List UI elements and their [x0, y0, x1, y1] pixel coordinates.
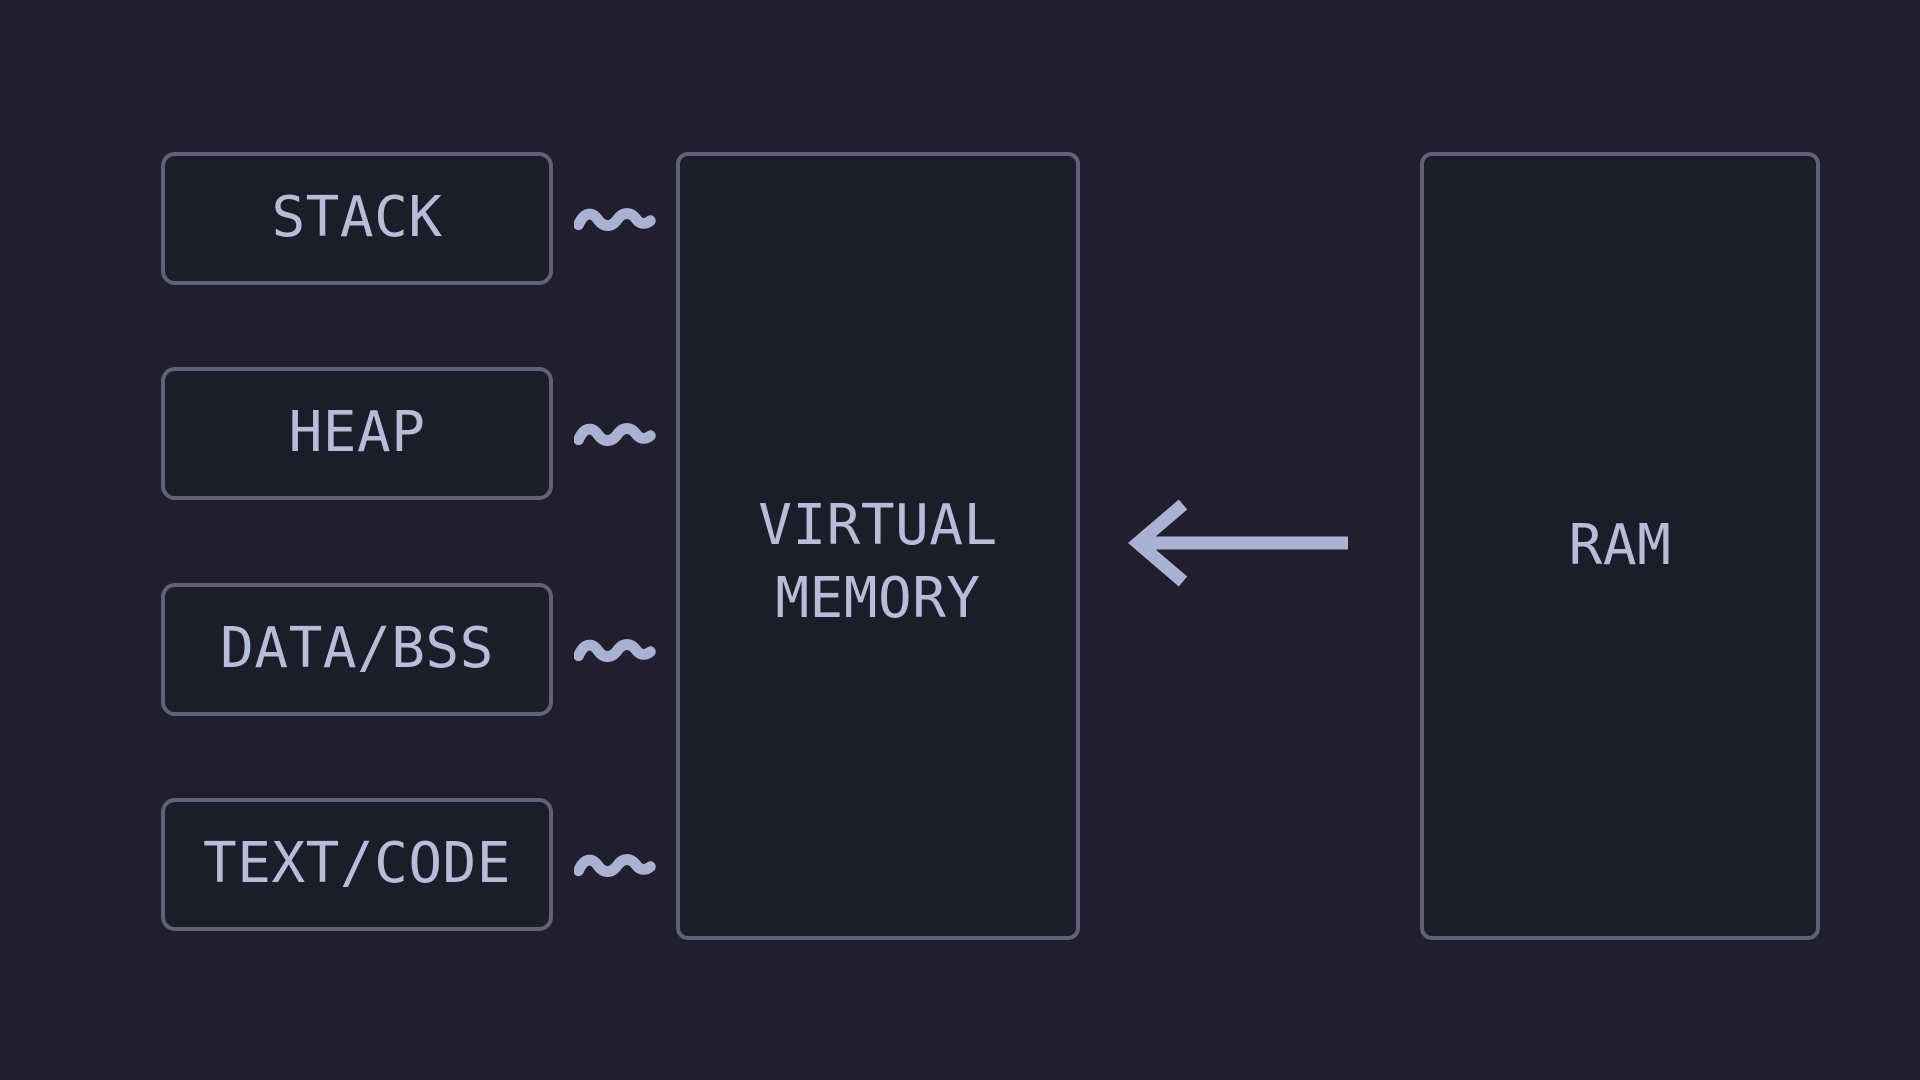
- virtual-memory-label-line1: VIRTUAL: [758, 493, 998, 559]
- virtual-memory-box: VIRTUAL MEMORY: [676, 152, 1080, 940]
- stack-label: STACK: [271, 185, 443, 251]
- virtual-memory-label: VIRTUAL MEMORY: [758, 490, 998, 636]
- data-bss-box: DATA/BSS: [161, 583, 553, 716]
- wave-connector-icon: [574, 208, 656, 231]
- text-code-box: TEXT/CODE: [161, 798, 553, 931]
- left-arrow-icon: [1128, 499, 1348, 587]
- stack-box: STACK: [161, 152, 553, 285]
- wave-connector-icon: [574, 854, 656, 877]
- text-code-label: TEXT/CODE: [203, 831, 511, 897]
- virtual-memory-label-line2: MEMORY: [775, 566, 981, 631]
- data-bss-label: DATA/BSS: [220, 616, 494, 682]
- ram-label: RAM: [1568, 512, 1672, 578]
- ram-box: RAM: [1420, 152, 1820, 940]
- heap-label: HEAP: [288, 400, 426, 466]
- heap-box: HEAP: [161, 367, 553, 500]
- wave-connector-icon: [574, 423, 656, 446]
- wave-connector-icon: [574, 639, 656, 662]
